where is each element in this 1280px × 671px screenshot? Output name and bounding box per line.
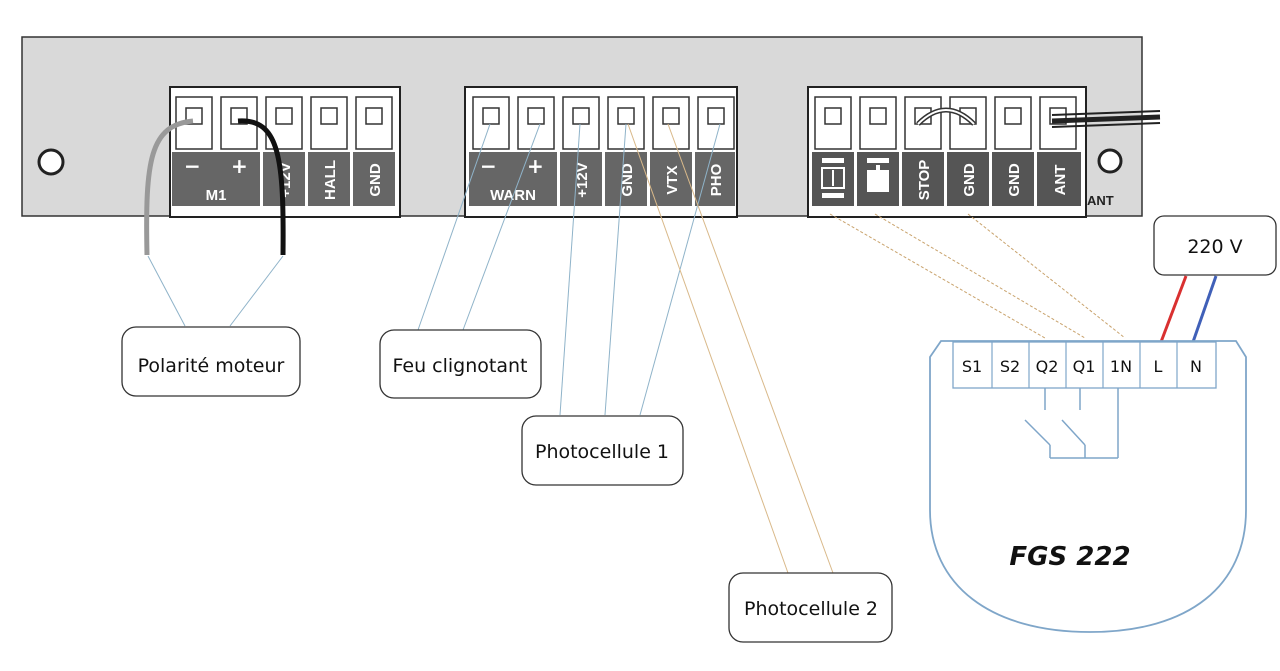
screw-4 [310,96,348,150]
module-terminal-n: N [1190,357,1202,376]
screw-4 [949,96,987,150]
module-terminal-q1: Q1 [1073,357,1096,376]
antenna-cable [1051,110,1161,128]
screw-3 [904,96,942,150]
screw-5 [994,96,1032,150]
screw-1 [472,96,510,150]
callout-label: Feu clignotant [393,355,528,377]
screw-5 [652,96,690,150]
terminal-block-inputs: STOP GND GND ANT [807,86,1087,218]
screw-row [814,96,1077,150]
relay-contacts [1024,388,1119,459]
module-title: FGS 222 [1009,542,1130,572]
terminal-label-gnd-1: GND [961,163,978,197]
screw-row [175,96,393,150]
terminal-label-m1: M1 [206,187,227,204]
phase-wire [1159,275,1188,343]
callout-lines [147,123,721,416]
motor-wire-grey [144,118,194,256]
callout-polarite-moteur: Polarité moteur [121,326,301,397]
callout-feu-clignotant: Feu clignotant [379,329,542,399]
module-outline [929,340,1247,633]
gate-open-icon [821,158,845,198]
module-terminal-dividers [991,342,1178,388]
neutral-wire [1191,275,1218,343]
terminal-label-pho: PHO [708,163,725,196]
label-row [469,152,735,206]
screw-3 [562,96,600,150]
module-terminal-1n: 1N [1110,357,1132,376]
ant-board-label: ANT [1087,193,1114,208]
gate-close-icon [867,158,889,192]
module-terminal-s1: S1 [962,357,982,376]
terminal-label-hall: HALL [322,160,339,200]
screw-6 [697,96,735,150]
module-terminal-s2: S2 [1000,357,1020,376]
screw-2 [517,96,555,150]
photocell2-lines [627,123,834,574]
terminal-block-motor: − + M1 +12V HALL GND [169,86,401,218]
screw-3 [265,96,303,150]
screw-5 [355,96,393,150]
motor-wire-black [237,118,286,256]
callout-label: Photocellule 2 [744,598,878,620]
fgs-control-lines [829,213,1126,339]
callout-photocellule-1: Photocellule 1 [521,415,684,486]
screw-1 [814,96,852,150]
terminal-label-vtx: VTX [664,165,681,194]
terminal-label-gnd-2: GND [1006,163,1023,197]
callout-label: Photocellule 1 [535,441,669,463]
screw-2 [859,96,897,150]
mounting-hole-left [37,148,65,176]
callout-photocellule-2: Photocellule 2 [728,572,893,643]
module-terminal-q2: Q2 [1036,357,1059,376]
label-row [172,152,395,206]
screw-4 [607,96,645,150]
terminal-label-ant: ANT [1052,165,1069,196]
polarity-minus: − [480,154,497,178]
terminal-label-stop: STOP [916,160,933,201]
screw-row [472,96,735,150]
fgs-222-module: S1 S2 Q2 Q1 1N L N FGS 222 [929,340,1247,633]
callout-220v: 220 V [1153,215,1277,276]
callout-label: 220 V [1187,236,1242,258]
polarity-plus: + [231,154,248,178]
module-terminal-l: L [1154,357,1163,376]
polarity-plus: + [527,154,544,178]
callout-label: Polarité moteur [138,355,285,377]
mounting-hole-ant [1097,148,1123,174]
terminal-label-gnd: GND [367,163,384,197]
terminal-label-gnd: GND [619,163,636,197]
terminal-block-accessories: − + WARN +12V GND VTX PHO [464,86,738,218]
polarity-minus: − [184,154,201,178]
terminal-label-12v: +12V [574,162,591,197]
